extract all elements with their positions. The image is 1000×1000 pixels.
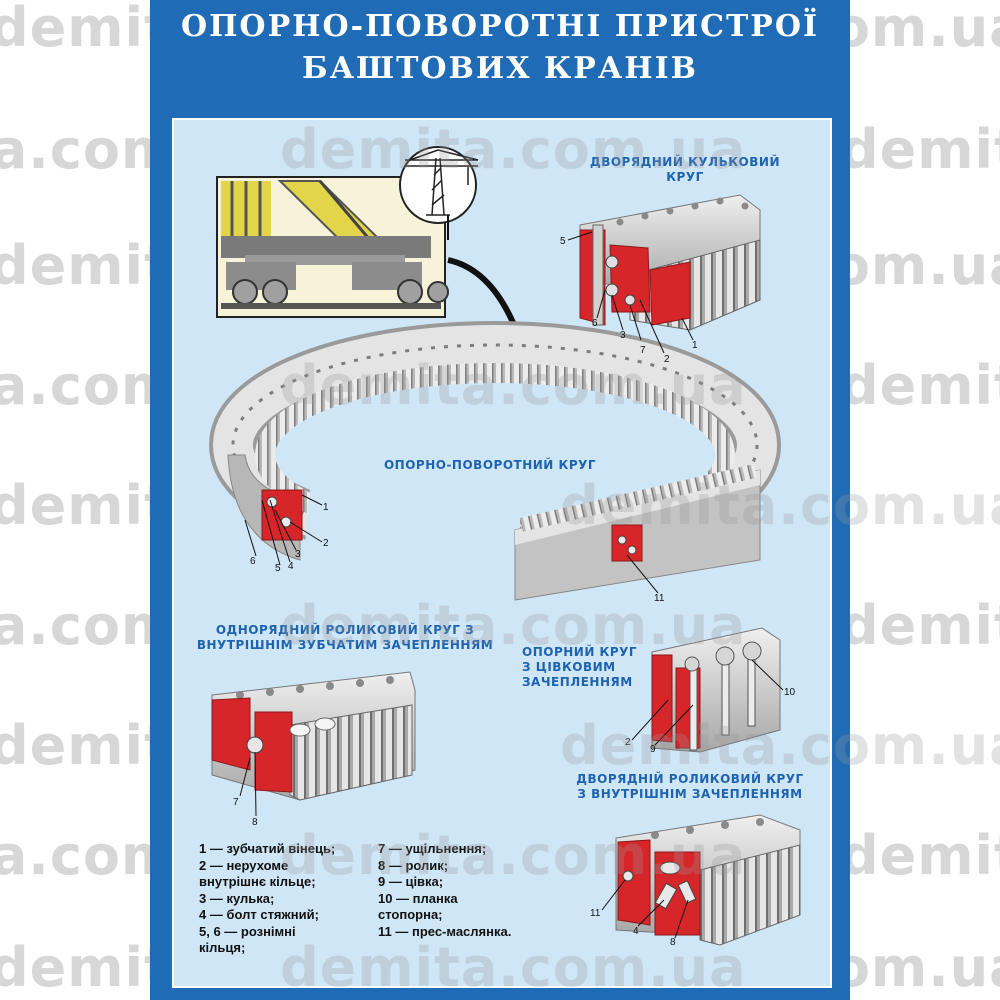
legend-item: 1 — зубчатий вінець; <box>199 841 336 856</box>
label-slewing-ring: ОПОРНО-ПОВОРОТНИЙ КРУГ <box>383 458 597 472</box>
callout-number: 2 <box>625 737 631 748</box>
double-roller-ring-drawing <box>615 814 801 946</box>
callout-number: 4 <box>633 926 639 937</box>
title-line-1: ОПОРНО-ПОВОРОТНІ ПРИСТРОЇ <box>180 9 820 44</box>
callout-number: 3 <box>295 549 301 560</box>
double-ball-ring-drawing <box>579 194 761 331</box>
callout-number: 6 <box>250 556 256 567</box>
callout-number: 2 <box>664 354 670 365</box>
label-double-ball-ring: ДВОРЯДНИЙ КУЛЬКОВИЙ КРУГ <box>590 155 780 184</box>
callout-number: 7 <box>233 797 239 808</box>
callout-number: 8 <box>670 937 676 948</box>
label-single-roller-ring: ОДНОРЯДНИЙ РОЛИКОВИЙ КРУГ З ВНУТРІШНІМ З… <box>196 623 494 652</box>
callout-number: 1 <box>692 340 698 351</box>
callout-number: 6 <box>592 318 598 329</box>
tower-crane-icon <box>399 146 479 224</box>
callout-number: 4 <box>288 561 294 572</box>
single-roller-ring-drawing <box>211 671 416 801</box>
callout-number: 1 <box>323 502 329 513</box>
poster-title: ОПОРНО-ПОВОРОТНІ ПРИСТРОЇ БАШТОВИХ КРАНІ… <box>150 0 850 98</box>
legend-item: 4 — болт стяжний; <box>199 907 319 922</box>
legend-item: 10 — планка <box>378 890 458 906</box>
legend-item: стопорна; <box>378 907 443 922</box>
callout-number: 8 <box>252 817 258 828</box>
legend-item: 11 — прес-маслянка. <box>378 923 512 939</box>
pin-gear-ring-drawing <box>651 627 781 753</box>
callout-number: 5 <box>275 563 281 574</box>
slewing-ring-drawing <box>209 321 781 620</box>
legend-item: 7 — ущільнення; <box>378 841 487 856</box>
legend-column-2: 7 — ущільнення; 8 — ролик; 9 — цівка; 10… <box>378 841 511 940</box>
callout-number: 3 <box>620 330 626 341</box>
label-double-roller-ring: ДВОРЯДНІЙ РОЛИКОВИЙ КРУГ З ВНУТРІШНІМ ЗА… <box>576 772 804 801</box>
legend-item: кільця; <box>199 940 246 955</box>
legend-item: 3 — кулька; <box>199 890 275 906</box>
callout-number: 7 <box>640 345 646 356</box>
label-pin-gear-ring: ОПОРНИЙ КРУГ З ЦІВКОВИМ ЗАЧЕПЛЕННЯМ <box>522 645 638 689</box>
callout-number: 11 <box>590 908 601 919</box>
title-line-2: БАШТОВИХ КРАНІВ <box>301 51 698 86</box>
legend-item: 5, 6 — рознімні <box>199 923 296 939</box>
legend-item: внутрішнє кільце; <box>199 874 316 889</box>
callout-number: 2 <box>323 538 329 549</box>
callout-number: 10 <box>784 687 796 698</box>
legend-column-1: 1 — зубчатий вінець; 2 — нерухоме внутрі… <box>199 841 335 957</box>
crane-inset <box>216 176 449 318</box>
legend-item: 2 — нерухоме <box>199 857 289 873</box>
legend-item: 9 — цівка; <box>378 874 444 889</box>
callout-number: 5 <box>560 236 566 247</box>
callout-number: 11 <box>654 593 665 604</box>
callout-number: 9 <box>650 744 656 755</box>
legend-item: 8 — ролик; <box>378 857 449 873</box>
leader-lines <box>239 231 784 939</box>
